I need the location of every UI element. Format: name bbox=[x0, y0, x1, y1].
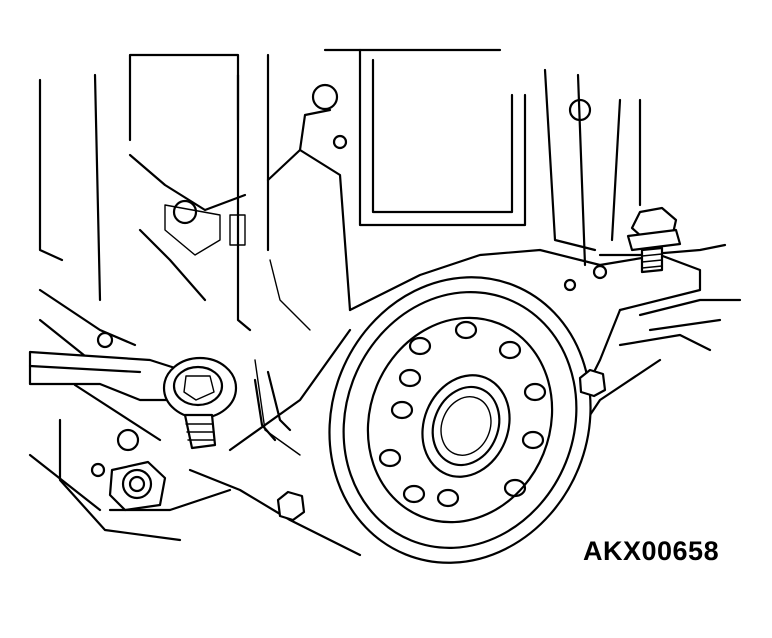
wrench-icon bbox=[28, 350, 238, 420]
figure-code: AKX00658 bbox=[583, 536, 720, 566]
mounting-boss bbox=[108, 460, 167, 512]
guide-tube bbox=[253, 370, 292, 442]
rear-oil-seal-retainer bbox=[328, 276, 592, 564]
retainer-nut bbox=[578, 368, 607, 398]
lower-nut bbox=[276, 490, 306, 522]
engine-block-outline bbox=[28, 48, 742, 557]
bolt-icon bbox=[626, 206, 682, 274]
wrench-bolt bbox=[183, 413, 217, 450]
block-holes bbox=[90, 83, 608, 478]
